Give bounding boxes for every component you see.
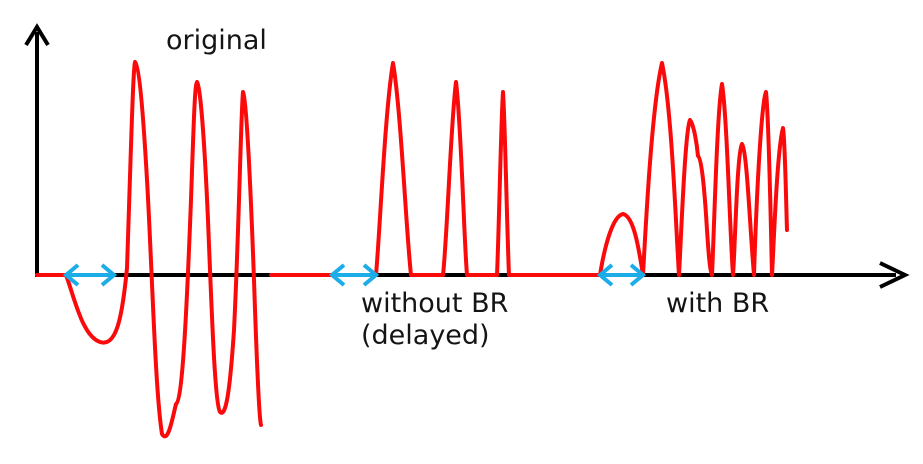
latency-marker-original-left-head xyxy=(62,263,80,287)
latency-markers xyxy=(62,263,647,287)
signal-traces xyxy=(35,60,789,439)
latency-marker-with-br xyxy=(596,263,647,287)
waveform-with-br xyxy=(598,61,789,277)
x-axis-arrowhead xyxy=(879,261,910,289)
latency-marker-without-br xyxy=(328,263,380,287)
waveform-original xyxy=(35,60,263,439)
latency-marker-original xyxy=(62,263,118,287)
latency-marker-with-br-left-head xyxy=(596,263,614,287)
label-with-br: with BR xyxy=(666,288,770,319)
y-axis xyxy=(24,23,50,275)
latency-marker-with-br-right-head xyxy=(629,263,647,287)
label-delayed: (delayed) xyxy=(361,320,490,351)
latency-marker-without-br-right-head xyxy=(362,263,380,287)
label-original: original xyxy=(166,25,267,56)
y-axis-arrowhead xyxy=(24,23,50,47)
latency-marker-without-br-left-head xyxy=(328,263,346,287)
latency-marker-original-right-head xyxy=(100,263,118,287)
waveform-without-br xyxy=(269,61,602,277)
label-without-br: without BR xyxy=(361,288,509,319)
